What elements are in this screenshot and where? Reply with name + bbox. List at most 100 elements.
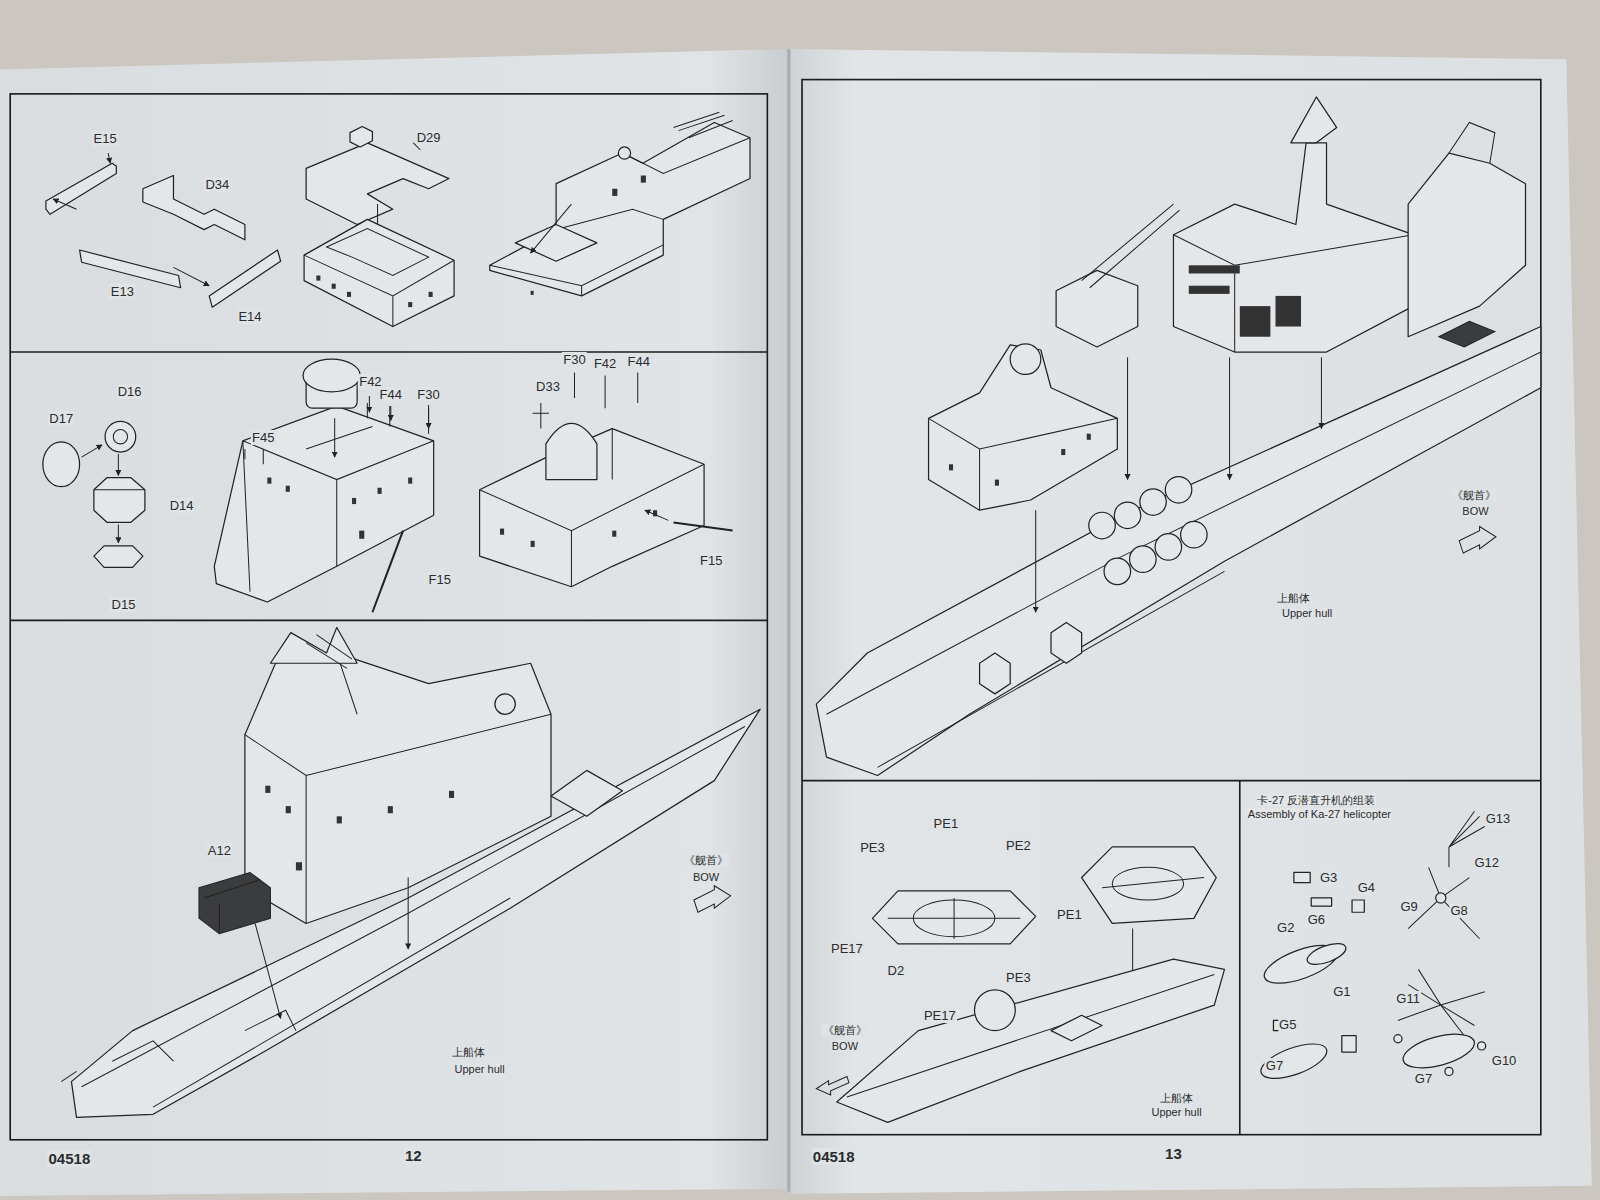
part-number-holder: PE3 <box>1005 968 1032 986</box>
part-number-holder: F42 <box>593 354 617 372</box>
part-number-holder: G1 <box>1332 982 1351 1000</box>
page-footer: 04518 <box>812 1148 856 1165</box>
note-text-holder: BOW <box>831 1036 859 1054</box>
part-number-holder: D14 <box>169 496 195 514</box>
part-number: G7 <box>1265 1058 1284 1073</box>
part-number-holder: D29 <box>416 128 442 146</box>
part-number: G12 <box>1473 855 1500 870</box>
part-number-holder: G5 <box>1278 1015 1297 1033</box>
panel-heading: Assembly of Ka-27 helicopter <box>1247 808 1392 820</box>
part-number-holder: G6 <box>1307 910 1326 928</box>
part-number: G8 <box>1450 903 1469 918</box>
part-number: PE3 <box>859 840 886 855</box>
part-number-holder: F44 <box>627 352 651 370</box>
note-text: 上船体 <box>1159 1092 1194 1104</box>
part-number-holder: D15 <box>111 595 137 613</box>
part-number: G13 <box>1485 811 1512 826</box>
part-number: A12 <box>207 843 232 858</box>
panel-heading-holder: 卡-27 反潜直升机的组装 <box>1256 790 1376 808</box>
part-number: F42 <box>593 356 617 371</box>
part-number-holder: G9 <box>1400 897 1419 915</box>
note-text: BOW <box>831 1040 859 1052</box>
part-number-holder: PE2 <box>1005 836 1032 854</box>
note-text: 《舰首》 <box>1451 489 1497 501</box>
part-number: E14 <box>237 309 262 324</box>
note-text: 上船体 <box>451 1046 486 1058</box>
note-text-holder: 《舰首》 <box>683 850 729 868</box>
part-number: F44 <box>627 354 651 369</box>
panel-heading-holder: Assembly of Ka-27 helicopter <box>1247 804 1392 822</box>
note-text: BOW <box>1461 505 1489 517</box>
part-number: E13 <box>110 284 135 299</box>
part-number: PE17 <box>923 1008 957 1023</box>
part-number-holder: G10 <box>1491 1051 1518 1069</box>
panel-heading: 卡-27 反潜直升机的组装 <box>1256 794 1376 806</box>
note-text-holder: 《舰首》 <box>822 1020 868 1038</box>
page-footer-holder: 04518 <box>48 1150 92 1168</box>
part-number-holder: G4 <box>1357 878 1376 896</box>
note-text: Upper hull <box>1281 607 1333 619</box>
part-number: G11 <box>1395 991 1421 1006</box>
part-number-holder: E15 <box>93 129 118 147</box>
note-text: Upper hull <box>1150 1106 1202 1118</box>
note-text: 《舰首》 <box>822 1024 868 1036</box>
part-number: D29 <box>416 130 442 145</box>
note-text: 上船体 <box>1276 592 1311 604</box>
part-number: F15 <box>428 572 452 587</box>
part-number-holder: F44 <box>379 385 403 403</box>
part-number-holder: PE1 <box>933 814 960 832</box>
part-number-holder: PE17 <box>923 1006 957 1024</box>
note-text-holder: 《舰首》 <box>1451 485 1497 503</box>
part-number-holder: G12 <box>1473 853 1500 871</box>
note-text-holder: BOW <box>692 867 720 885</box>
part-number: G5 <box>1278 1017 1297 1032</box>
part-number: F30 <box>562 352 586 367</box>
page-footer: 04518 <box>48 1150 92 1167</box>
part-number: G7 <box>1414 1071 1433 1086</box>
part-number-holder: G7 <box>1414 1069 1433 1087</box>
part-number: PE1 <box>933 816 960 831</box>
part-number-holder: F15 <box>428 570 452 588</box>
part-number-holder: PE1 <box>1056 905 1083 923</box>
part-number: D17 <box>48 411 74 426</box>
part-number: G3 <box>1319 870 1338 885</box>
part-number-holder: G13 <box>1485 809 1512 827</box>
part-number: PE1 <box>1056 907 1083 922</box>
part-number-holder: F15 <box>699 551 723 569</box>
part-number: E15 <box>93 131 118 146</box>
left-page <box>0 49 788 1196</box>
note-text-holder: Upper hull <box>1281 603 1333 621</box>
part-number-holder: D2 <box>887 961 906 979</box>
part-number-holder: F30 <box>562 350 586 368</box>
part-number: F30 <box>416 387 440 402</box>
part-number: PE17 <box>830 941 864 956</box>
part-number-holder: G11 <box>1395 989 1421 1007</box>
note-text-holder: Upper hull <box>454 1059 506 1077</box>
part-number: PE3 <box>1005 970 1032 985</box>
page-footer-holder: 12 <box>404 1147 423 1165</box>
part-number-holder: PE3 <box>859 838 886 856</box>
part-number: PE2 <box>1005 838 1032 853</box>
part-number-holder: F30 <box>416 385 440 403</box>
part-number-holder: G7 <box>1265 1056 1284 1074</box>
page-footer: 12 <box>404 1147 423 1164</box>
part-number: G2 <box>1276 920 1295 935</box>
part-number: D14 <box>169 498 195 513</box>
part-number: G9 <box>1400 899 1419 914</box>
part-number: D34 <box>204 177 230 192</box>
part-number-holder: G8 <box>1450 901 1469 919</box>
right-page <box>791 49 1592 1194</box>
part-number: F15 <box>699 553 723 568</box>
note-text: Upper hull <box>454 1063 506 1075</box>
part-number-holder: G2 <box>1276 918 1295 936</box>
part-number: G1 <box>1332 984 1351 999</box>
part-number: D33 <box>535 379 561 394</box>
part-number: G6 <box>1307 912 1326 927</box>
note-text-holder: BOW <box>1461 501 1489 519</box>
note-text-holder: 上船体 <box>1276 588 1311 606</box>
part-number-holder: D34 <box>204 175 230 193</box>
note-text-holder: 上船体 <box>1159 1088 1194 1106</box>
part-number: D2 <box>887 963 906 978</box>
part-number: D15 <box>111 597 137 612</box>
